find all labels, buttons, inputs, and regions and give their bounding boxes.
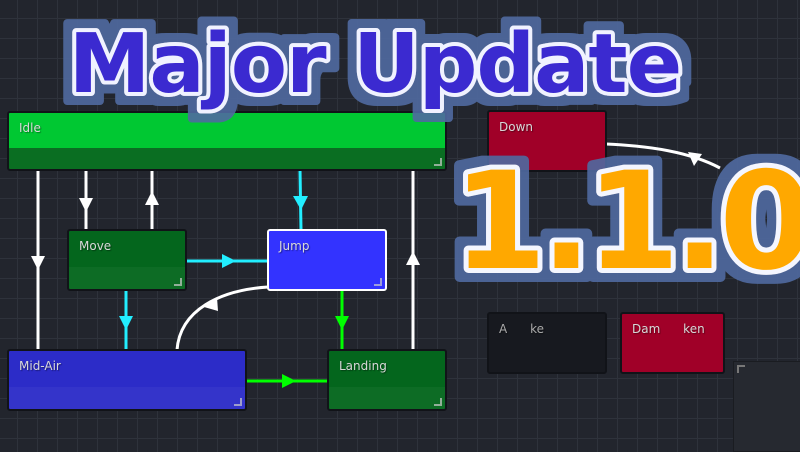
state-label: Down bbox=[499, 120, 534, 134]
state-label: Move bbox=[79, 239, 112, 253]
state-node-move[interactable]: Move bbox=[67, 229, 187, 291]
edge-down-damage[interactable] bbox=[605, 142, 721, 170]
arrow-icon bbox=[204, 298, 218, 311]
state-node-landing[interactable]: Landing bbox=[327, 349, 447, 411]
arrow-icon bbox=[688, 152, 702, 166]
state-node-down[interactable]: Down bbox=[487, 110, 607, 172]
arrow-icon bbox=[31, 256, 45, 270]
arrow-icon bbox=[335, 316, 349, 330]
state-node-attack[interactable]: A ke bbox=[487, 312, 607, 374]
arrow-icon bbox=[119, 316, 133, 330]
arrow-icon bbox=[406, 251, 420, 265]
resize-handle[interactable] bbox=[374, 278, 382, 286]
resize-handle[interactable] bbox=[174, 278, 182, 286]
arrow-icon bbox=[282, 374, 296, 388]
arrow-icon bbox=[222, 254, 236, 268]
state-label: Landing bbox=[339, 359, 387, 373]
state-label: Mid-Air bbox=[19, 359, 61, 373]
state-label: Jump bbox=[279, 239, 310, 253]
state-label: Idle bbox=[19, 121, 41, 135]
resize-handle[interactable] bbox=[234, 398, 242, 406]
resize-handle[interactable] bbox=[434, 398, 442, 406]
state-node-jump[interactable]: Jump bbox=[267, 229, 387, 291]
state-node-mid-air[interactable]: Mid-Air bbox=[7, 349, 247, 411]
state-label: A ke bbox=[499, 322, 544, 336]
state-label: Dam ken bbox=[632, 322, 705, 336]
arrow-icon bbox=[79, 198, 93, 212]
state-node-idle[interactable]: Idle bbox=[7, 111, 447, 171]
side-panel[interactable] bbox=[733, 361, 800, 452]
arrow-icon bbox=[293, 196, 308, 210]
resize-handle[interactable] bbox=[434, 158, 442, 166]
state-node-damage[interactable]: Dam ken bbox=[620, 312, 725, 374]
edge-jump-midair[interactable] bbox=[175, 285, 269, 351]
arrow-icon bbox=[145, 191, 159, 205]
